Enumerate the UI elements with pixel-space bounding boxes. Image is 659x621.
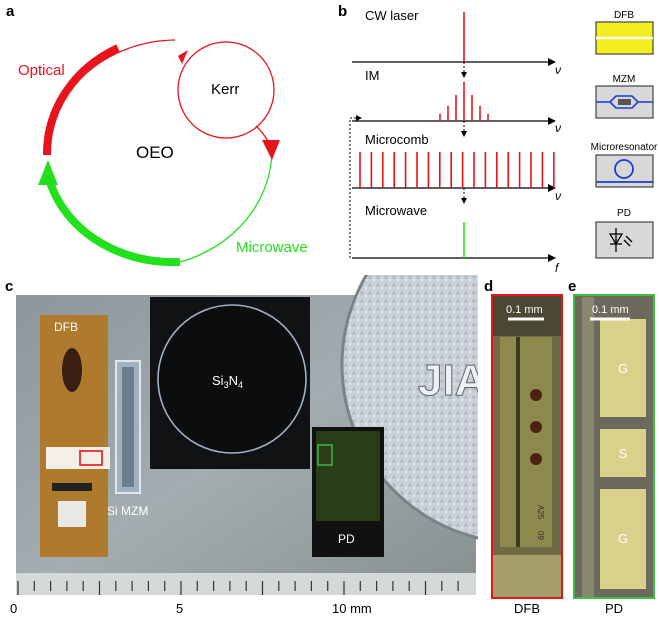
pad-g-bottom bbox=[600, 489, 646, 589]
si-mzm-core bbox=[122, 367, 134, 487]
panel-b-letter: b bbox=[338, 3, 347, 20]
panel-e-letter: e bbox=[568, 278, 576, 295]
panel-a-letter: a bbox=[6, 3, 15, 20]
si-mzm-label: Si MZM bbox=[107, 504, 148, 518]
label-kerr: Kerr bbox=[211, 81, 239, 98]
ruler-tick-0: 0 bbox=[10, 601, 17, 616]
pd-scale-label: 0.1 mm bbox=[592, 304, 629, 316]
panel-e: e G S G 0.1 mm PD bbox=[568, 278, 655, 616]
pd-zoom-box bbox=[317, 444, 333, 466]
ruler-ticks bbox=[17, 581, 459, 595]
sin-label: Si3N4 bbox=[212, 373, 243, 390]
microcomb-lines bbox=[359, 152, 555, 188]
panel-d: d 0.1 mm A25 09 DFB bbox=[484, 278, 563, 616]
dfb-chip-label: DFB bbox=[54, 320, 78, 334]
row-cw-axis-arrow bbox=[548, 58, 556, 66]
pad-s-label: S bbox=[619, 446, 628, 461]
photodiode-symbol bbox=[608, 228, 633, 252]
pd-chip-label: PD bbox=[338, 532, 355, 546]
component-label-mzm: MZM bbox=[613, 74, 636, 85]
component-label-microresonator: Microresonator bbox=[591, 142, 658, 153]
ruler-tick-5: 5 bbox=[176, 601, 183, 616]
row-cw-axis-label: ν bbox=[555, 63, 561, 77]
sin-microring bbox=[157, 304, 307, 454]
row-microwave-axis-label: f bbox=[555, 261, 560, 275]
dfb-zoom-substrate bbox=[493, 555, 561, 597]
pad-g-top-label: G bbox=[618, 361, 628, 376]
mzm-icon-electrode bbox=[618, 99, 631, 105]
pad-g-top bbox=[600, 319, 646, 417]
dfb-zoom-ridge bbox=[500, 337, 552, 547]
panel-d-letter: d bbox=[484, 278, 493, 295]
dfb-bond-3 bbox=[530, 453, 542, 465]
pad-s bbox=[600, 429, 646, 477]
dfb-bond-1 bbox=[530, 389, 542, 401]
feedback-path bbox=[349, 117, 356, 259]
pd-chip-circuit bbox=[316, 431, 380, 521]
coin bbox=[340, 275, 478, 540]
component-label-pd: PD bbox=[617, 208, 631, 219]
kerr-loop bbox=[177, 41, 275, 139]
row-microwave-axis-arrow bbox=[548, 254, 556, 262]
right-arrowhead bbox=[262, 140, 280, 160]
row-microcomb-axis-label: ν bbox=[555, 189, 561, 203]
feedback-arrowhead bbox=[356, 115, 362, 121]
dfb-trace bbox=[52, 483, 92, 491]
row-im-label: IM bbox=[365, 68, 379, 83]
dfb-zoom-header bbox=[493, 296, 561, 336]
dfb-caption: DFB bbox=[514, 601, 540, 616]
microwave-arc bbox=[44, 174, 181, 267]
loop-arc-right bbox=[179, 149, 273, 263]
kerr-arrow-in bbox=[178, 50, 188, 64]
dfb-mark-1: A25 bbox=[536, 505, 545, 520]
pd-zoom-stripe bbox=[582, 297, 594, 597]
panel-b: b CW laser ν IM ν Microcomb ν Microwave … bbox=[338, 3, 658, 275]
row-im-axis-label: ν bbox=[555, 121, 561, 135]
dfb-mark-2: 09 bbox=[536, 531, 545, 540]
dfb-bond-blob bbox=[62, 348, 82, 392]
panel-a: a Optical Kerr OEO Microwave bbox=[6, 3, 308, 267]
ruler-tick-10: 10 mm bbox=[332, 601, 372, 616]
dfb-bond-2 bbox=[530, 421, 542, 433]
row-microwave-label: Microwave bbox=[365, 203, 427, 218]
label-optical: Optical bbox=[18, 62, 65, 79]
dfb-lower-pad bbox=[58, 501, 86, 527]
im-sidebands bbox=[439, 82, 489, 121]
pd-icon bbox=[595, 221, 654, 259]
row-im-axis-arrow bbox=[548, 117, 556, 125]
optical-arc bbox=[42, 44, 120, 156]
pd-caption: PD bbox=[605, 601, 623, 616]
dfb-scale-label: 0.1 mm bbox=[506, 304, 543, 316]
pad-g-bottom-label: G bbox=[618, 531, 628, 546]
microresonator-ring bbox=[614, 159, 634, 179]
dfb-zoom-box bbox=[79, 450, 103, 466]
down-arrow-1-head bbox=[461, 72, 467, 78]
dfb-chip bbox=[46, 447, 110, 469]
coin-text: JIA bbox=[418, 356, 478, 405]
microwave-arrowhead bbox=[38, 160, 58, 185]
component-label-dfb: DFB bbox=[614, 10, 634, 21]
label-oeo: OEO bbox=[136, 143, 174, 162]
panel-c-letter: c bbox=[5, 278, 13, 295]
row-microcomb-axis-arrow bbox=[548, 184, 556, 192]
down-arrow-3-head bbox=[461, 198, 467, 204]
row-microcomb-label: Microcomb bbox=[365, 132, 429, 147]
row-cw-laser-label: CW laser bbox=[365, 8, 419, 23]
mzm-icon-waveguide bbox=[596, 95, 653, 109]
panel-c: c JIA Si3N4 DFB Si MZM PD 0 5 10 mm bbox=[5, 275, 478, 616]
down-arrow-2-head bbox=[461, 131, 467, 137]
label-microwave: Microwave bbox=[236, 239, 308, 256]
